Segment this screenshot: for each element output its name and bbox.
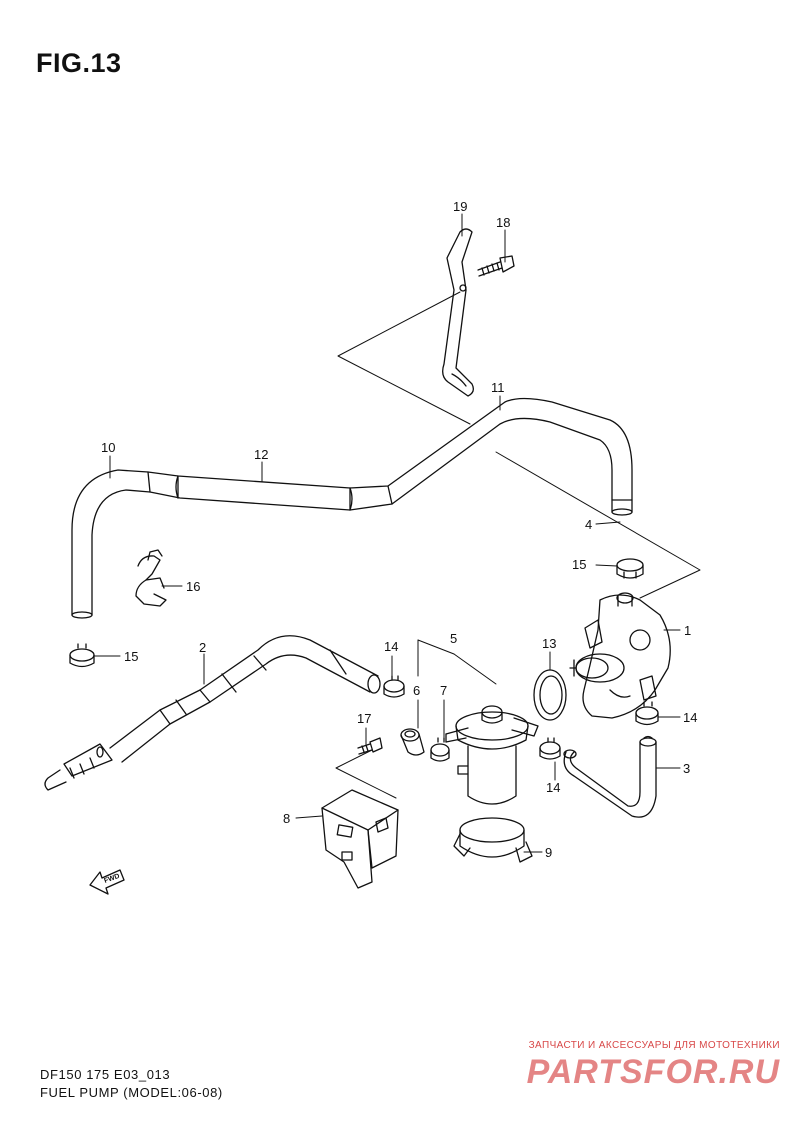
callout-3: 3 <box>683 761 690 776</box>
bracket-8 <box>321 789 399 889</box>
watermark-tagline: ЗАПЧАСТИ И АКСЕССУАРЫ ДЛЯ МОТОТЕХНИКИ <box>528 1040 780 1051</box>
callout-17: 17 <box>357 711 371 726</box>
callout-4: 4 <box>585 517 592 532</box>
callout-12: 12 <box>254 447 268 462</box>
caption-model-code: DF150 175 E03_013 <box>40 1067 171 1082</box>
hose-3 <box>563 735 657 818</box>
bracket-19 <box>442 228 474 397</box>
callout-16: 16 <box>186 579 200 594</box>
fwd-arrow-icon: FWD <box>89 869 125 895</box>
watermark-logo: PARTSFOR.RU <box>526 1053 780 1091</box>
callout-2: 2 <box>199 640 206 655</box>
callout-19: 19 <box>453 199 467 214</box>
clamp-15-lower <box>69 643 95 668</box>
callout-18: 18 <box>496 215 510 230</box>
caption-description: FUEL PUMP (MODEL:06-08) <box>40 1085 223 1100</box>
callout-15-lower: 15 <box>124 649 138 664</box>
clamp-15-upper <box>616 558 644 579</box>
leader-lines <box>93 213 701 853</box>
callout-8: 8 <box>283 811 290 826</box>
clamp-14-lower <box>539 737 561 760</box>
callout-10: 10 <box>101 440 115 455</box>
callout-9: 9 <box>545 845 552 860</box>
fuel-hose-long <box>71 397 633 619</box>
callout-14-left: 14 <box>384 639 398 654</box>
diagram-caption: DF150 175 E03_013 FUEL PUMP (MODEL:06-08… <box>40 1066 223 1102</box>
callout-14-right: 14 <box>683 710 697 725</box>
bolt-17 <box>357 737 383 755</box>
callout-7: 7 <box>440 683 447 698</box>
clamp-14-right <box>635 701 659 726</box>
clip-16 <box>135 549 167 607</box>
band-9 <box>453 817 533 863</box>
callout-6: 6 <box>413 683 420 698</box>
callout-5: 5 <box>450 631 457 646</box>
callout-14-lower: 14 <box>546 780 560 795</box>
callout-1: 1 <box>684 623 691 638</box>
o-ring-13 <box>533 669 567 721</box>
fuel-filter-5 <box>445 705 539 805</box>
bolt-18 <box>477 255 515 277</box>
callout-15-upper: 15 <box>572 557 586 572</box>
figure-title: FIG.13 <box>36 48 122 78</box>
watermark: ЗАПЧАСТИ И АКСЕССУАРЫ ДЛЯ МОТОТЕХНИКИ PA… <box>480 1040 780 1092</box>
callout-13: 13 <box>542 636 556 651</box>
clamp-14-left <box>383 675 405 698</box>
fuel-pump-1 <box>569 592 671 719</box>
callout-11: 11 <box>491 380 505 395</box>
sleeve-6 <box>400 728 425 756</box>
leader-group-5 <box>417 639 497 685</box>
callout-labels: 1 2 3 4 5 6 7 8 9 10 11 12 13 14 14 14 1… <box>101 199 697 860</box>
hose-2 <box>44 635 381 791</box>
